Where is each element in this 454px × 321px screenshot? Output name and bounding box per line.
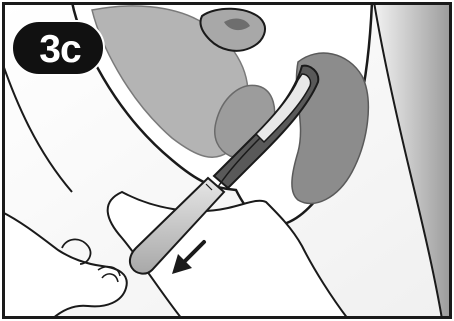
step-label: 3c [39,30,80,71]
step-badge: 3c [13,22,107,78]
instruction-panel: 3c [2,2,452,319]
